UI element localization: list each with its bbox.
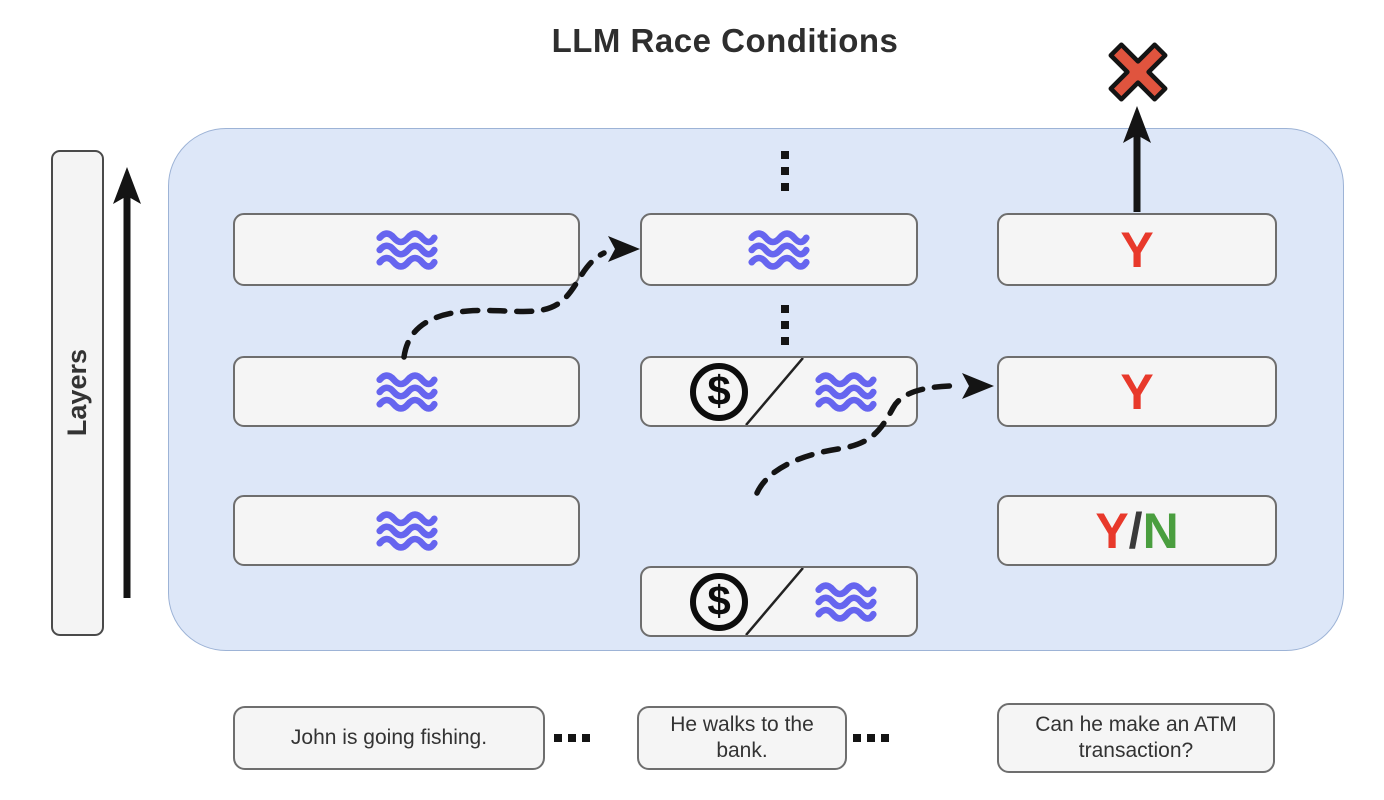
hidden-state-box-top-token2 [640,213,918,286]
layers-axis-label: Layers [62,349,92,437]
x-mark-icon [1108,42,1168,102]
output-label-yes-no: Y/N [1095,502,1179,559]
horizontal-ellipsis-icon [554,734,590,742]
input-token-1: John is going fishing. [233,706,545,770]
output-box-low: Y/N [997,495,1277,566]
waves-icon [815,371,877,412]
hidden-state-box-low-token1 [233,495,580,566]
output-label-yes: Y [1120,363,1154,420]
output-label-yes: Y [1120,221,1154,278]
waves-icon [375,371,438,412]
dollar-circle-icon: $ [690,572,748,631]
hidden-state-box-top-token1 [233,213,580,286]
up-arrow-icon [113,167,141,598]
output-box-mid: Y [997,356,1277,427]
input-token-2: He walks to the bank. [637,706,847,770]
waves-icon [748,229,810,270]
output-box-top: Y [997,213,1277,286]
layers-axis: Layers [51,150,104,636]
waves-icon [375,510,438,551]
waves-icon [375,229,438,270]
horizontal-ellipsis-icon [853,734,889,742]
money-vs-state-box-low: $ [640,566,918,637]
input-token-3: Can he make an ATM transaction? [997,703,1275,773]
money-vs-state-box-mid: $ [640,356,918,427]
waves-icon [815,581,877,622]
vertical-ellipsis-icon [781,151,789,191]
page-title: LLM Race Conditions [551,22,899,59]
vertical-ellipsis-icon [781,305,789,345]
hidden-state-box-mid-token1 [233,356,580,427]
dollar-circle-icon: $ [690,362,748,421]
